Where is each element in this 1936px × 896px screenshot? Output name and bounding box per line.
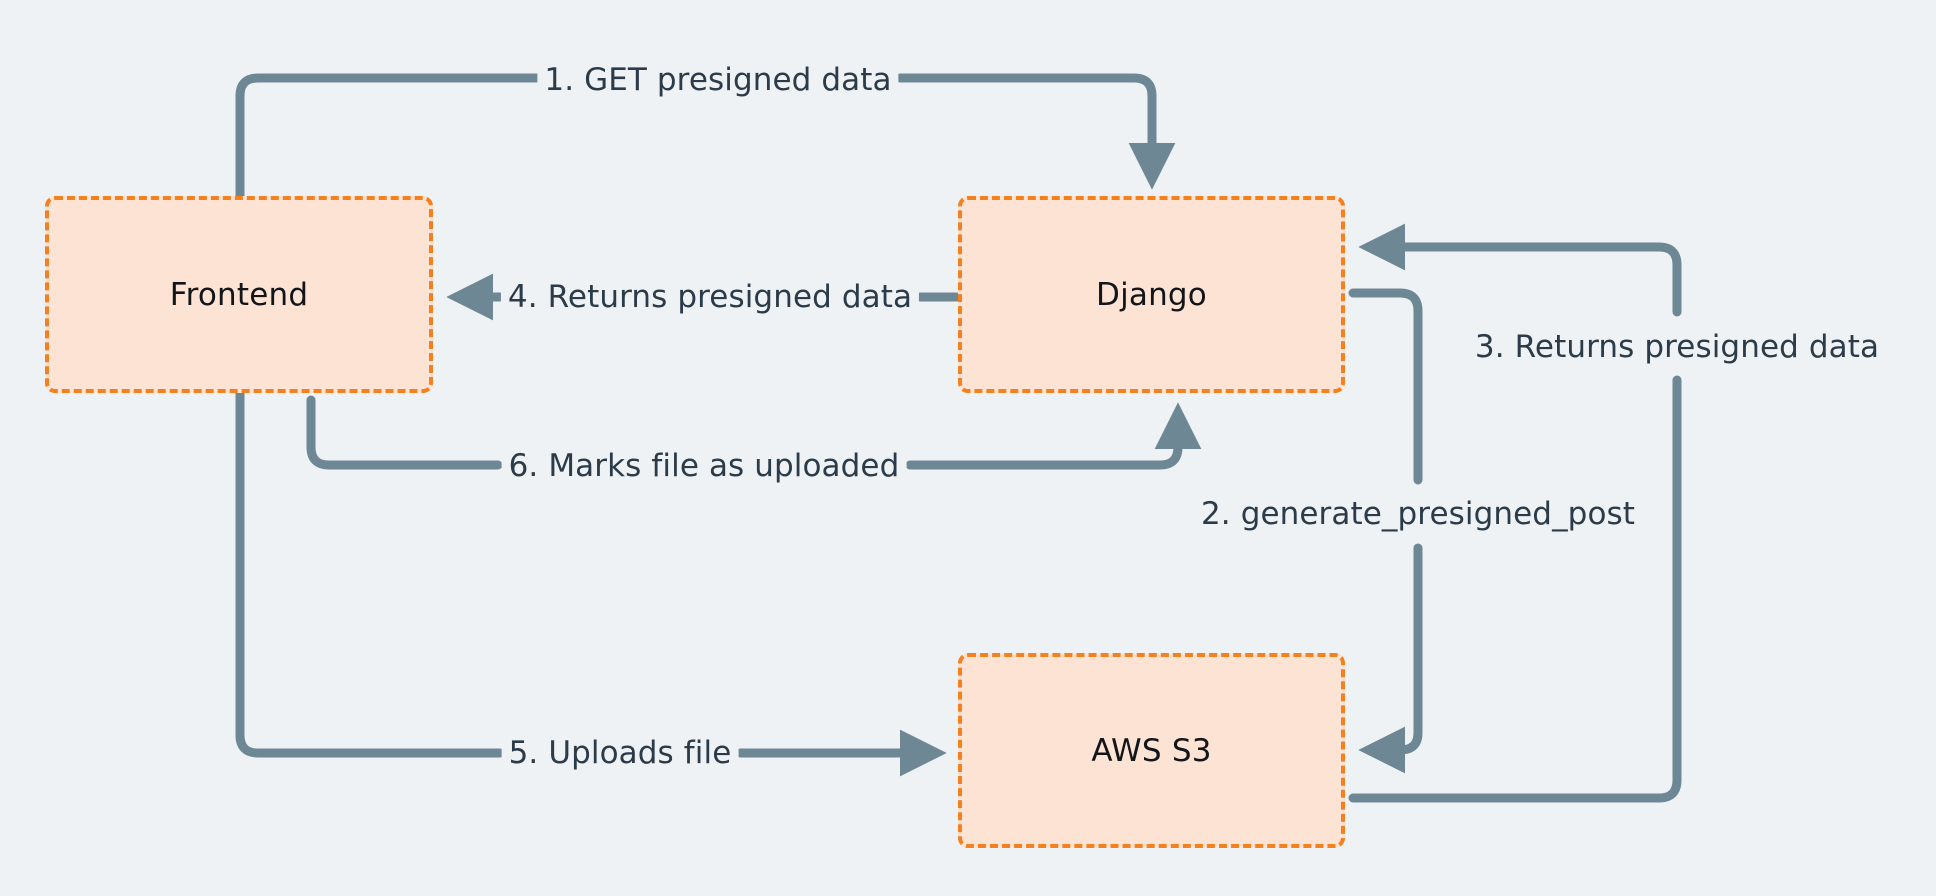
- node-aws-s3[interactable]: AWS S3: [958, 653, 1345, 848]
- edge-2-path: [1348, 288, 1423, 485]
- node-django[interactable]: Django: [958, 196, 1345, 393]
- edge-3-path-b: [1358, 223, 1682, 317]
- edge-5-path: [235, 388, 505, 758]
- edge-1-path: [235, 73, 555, 201]
- edge-6-path-b: [905, 402, 1202, 470]
- edge-label-6: 6. Marks file as uploaded: [501, 448, 907, 484]
- edge-1-path-b: [895, 73, 1176, 190]
- edge-2-path-b: [1358, 543, 1423, 774]
- edge-label-4: 4. Returns presigned data: [500, 279, 920, 315]
- node-aws-s3-label: AWS S3: [1091, 732, 1212, 769]
- edge-label-1: 1. GET presigned data: [537, 62, 899, 98]
- edge-label-3: 3. Returns presigned data: [1467, 329, 1887, 365]
- edge-label-5: 5. Uploads file: [501, 735, 739, 771]
- node-django-label: Django: [1096, 276, 1207, 313]
- node-frontend[interactable]: Frontend: [45, 196, 433, 393]
- node-frontend-label: Frontend: [169, 276, 309, 313]
- edge-6-path: [306, 395, 503, 470]
- edge-label-2: 2. generate_presigned_post: [1193, 496, 1643, 532]
- edge-3-path: [1348, 375, 1682, 803]
